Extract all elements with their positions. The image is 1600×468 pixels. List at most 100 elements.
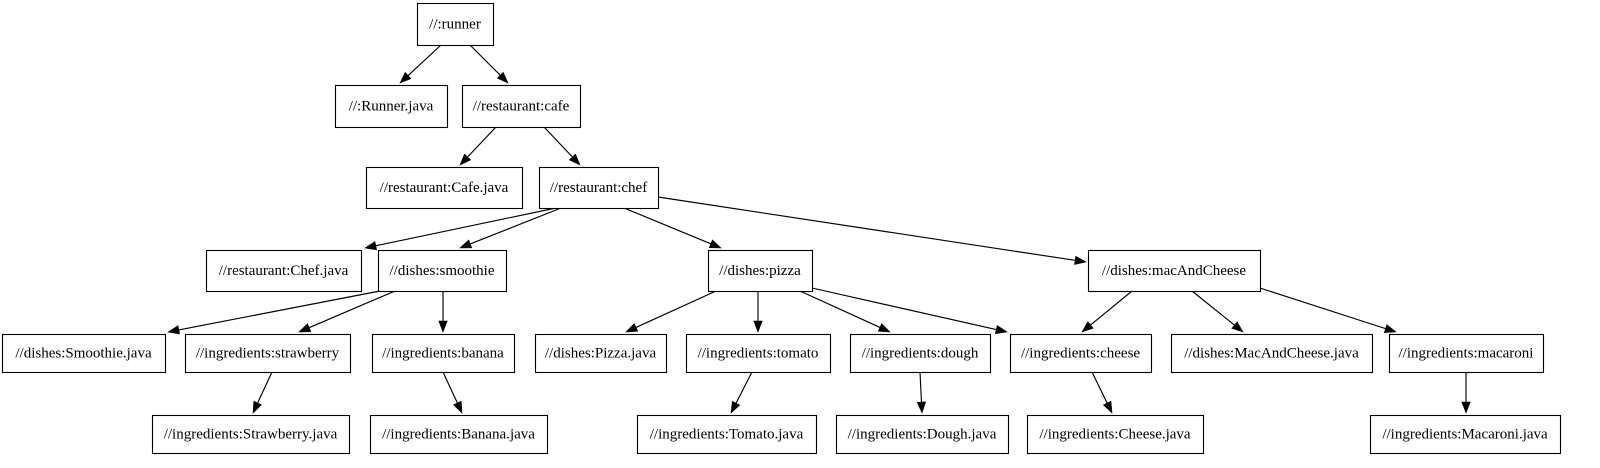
node-rect[interactable] (184, 333, 352, 374)
graph-node-ing_cheese[interactable]: //ingredients:cheese (1009, 333, 1153, 374)
graph-edge (657, 196, 1087, 265)
arrowhead-icon (167, 325, 180, 335)
graph-edge (623, 207, 722, 249)
graph-edge (916, 371, 927, 414)
graph-node-mac_java[interactable]: //dishes:MacAndCheese.java (1170, 333, 1374, 374)
graph-node-dishes_mac[interactable]: //dishes:macAndCheese (1087, 249, 1262, 293)
arrowhead-icon (364, 241, 378, 251)
graph-edge (442, 371, 463, 414)
node-rect[interactable] (707, 249, 814, 293)
node-rect[interactable] (1369, 414, 1562, 455)
arrowhead-icon (252, 400, 262, 414)
graph-node-restaurant_cafe[interactable]: //restaurant:cafe (461, 84, 582, 129)
graph-node-cafe_java[interactable]: //restaurant:Cafe.java (365, 166, 524, 210)
graph-node-dough_java[interactable]: //ingredients:Dough.java (835, 414, 1010, 455)
node-label: //restaurant:Cafe.java (380, 180, 509, 196)
node-rect[interactable] (1388, 333, 1545, 374)
graph-node-macaroni_java[interactable]: //ingredients:Macaroni.java (1369, 414, 1562, 455)
edge-line (1090, 290, 1133, 326)
arrowhead-icon (1461, 401, 1471, 414)
graph-edge (1091, 371, 1113, 414)
graph-node-ing_tomato[interactable]: //ingredients:tomato (685, 333, 832, 374)
graph-edge (459, 126, 497, 166)
graph-node-ing_strawberry[interactable]: //ingredients:strawberry (184, 333, 352, 374)
graph-node-dishes_pizza[interactable]: //dishes:pizza (707, 249, 814, 293)
node-rect[interactable] (205, 249, 363, 293)
node-rect[interactable] (416, 2, 495, 47)
arrowhead-icon (438, 320, 448, 333)
graph-edge (438, 291, 448, 333)
arrowhead-icon (1102, 400, 1113, 414)
node-rect[interactable] (365, 166, 524, 210)
node-label: //restaurant:chef (550, 180, 647, 196)
arrowhead-icon (916, 401, 927, 414)
graph-node-chef_java[interactable]: //restaurant:Chef.java (205, 249, 363, 293)
graph-node-cheese_java[interactable]: //ingredients:Cheese.java (1026, 414, 1205, 455)
node-rect[interactable] (461, 84, 582, 129)
graph-node-runner_java[interactable]: //:Runner.java (334, 84, 449, 129)
arrowhead-icon (730, 400, 741, 414)
edge-line (1091, 371, 1108, 404)
graph-node-dishes_smoothie[interactable]: //dishes:smoothie (377, 249, 508, 293)
node-rect[interactable] (534, 333, 668, 374)
node-rect[interactable] (334, 84, 449, 129)
node-rect[interactable] (151, 414, 351, 455)
graph-node-runner[interactable]: //:runner (416, 2, 495, 47)
node-rect[interactable] (377, 249, 508, 293)
graph-edge (811, 287, 1008, 335)
graph-node-ing_macaroni[interactable]: //ingredients:macaroni (1388, 333, 1545, 374)
graph-node-banana_java[interactable]: //ingredients:Banana.java (369, 414, 549, 455)
graph-node-restaurant_chef[interactable]: //restaurant:chef (538, 166, 660, 210)
node-rect[interactable] (369, 414, 549, 455)
node-label: //ingredients:Strawberry.java (164, 426, 338, 442)
graph-node-pizza_java[interactable]: //dishes:Pizza.java (534, 333, 668, 374)
edge-line (735, 371, 753, 404)
arrowhead-icon (1074, 255, 1087, 265)
node-label: //dishes:macAndCheese (1102, 263, 1246, 279)
graph-node-strawberry_java[interactable]: //ingredients:Strawberry.java (151, 414, 351, 455)
arrowhead-icon (625, 323, 639, 333)
node-label: //ingredients:Dough.java (848, 426, 997, 442)
arrowhead-icon (459, 153, 472, 166)
graph-node-smoothie_java[interactable]: //dishes:Smoothie.java (1, 333, 167, 374)
arrowhead-icon (877, 323, 891, 333)
edge-line (442, 371, 458, 404)
graph-node-tomato_java[interactable]: //ingredients:Tomato.java (636, 414, 818, 455)
arrowhead-icon (568, 153, 581, 166)
graph-edge (625, 290, 717, 333)
node-label: //:runner (429, 16, 481, 32)
node-label: //ingredients:banana (382, 345, 504, 361)
graph-edge (459, 207, 562, 249)
node-rect[interactable] (1087, 249, 1262, 293)
arrowhead-icon (753, 320, 763, 333)
node-rect[interactable] (685, 333, 832, 374)
node-rect[interactable] (636, 414, 818, 455)
node-rect[interactable] (371, 333, 516, 374)
graph-node-ing_banana[interactable]: //ingredients:banana (371, 333, 516, 374)
node-label: //ingredients:Cheese.java (1039, 426, 1191, 442)
graph-edge (543, 126, 581, 166)
edge-line (178, 290, 381, 331)
graph-edge (364, 207, 557, 251)
node-rect[interactable] (1026, 414, 1205, 455)
graph-node-ing_dough[interactable]: //ingredients:dough (849, 333, 992, 374)
node-rect[interactable] (1170, 333, 1374, 374)
arrowhead-icon (459, 239, 473, 249)
node-rect[interactable] (849, 333, 992, 374)
edge-line (919, 371, 923, 403)
arrowhead-icon (1081, 321, 1094, 333)
edge-line (469, 44, 501, 76)
node-label: //dishes:smoothie (390, 263, 495, 279)
node-rect[interactable] (538, 166, 660, 210)
node-label: //dishes:pizza (719, 263, 801, 279)
node-label: //ingredients:tomato (698, 345, 819, 361)
node-rect[interactable] (835, 414, 1010, 455)
node-rect[interactable] (1009, 333, 1153, 374)
edge-line (1191, 290, 1235, 326)
edge-line (623, 207, 712, 245)
node-label: //dishes:Smoothie.java (15, 345, 152, 361)
node-rect[interactable] (1, 333, 167, 374)
node-label: //:Runner.java (349, 98, 434, 114)
graph-edges-layer (167, 44, 1471, 414)
